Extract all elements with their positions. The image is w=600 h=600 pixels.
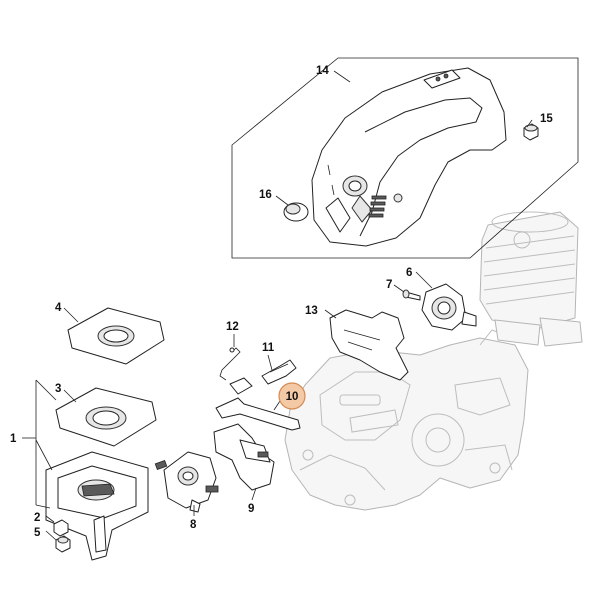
- part-1-housing: [45, 451, 149, 561]
- part-5-nut: [55, 535, 71, 553]
- part-14-shroud: [311, 67, 507, 247]
- part-8-carburettor: [154, 451, 219, 513]
- part-12-rod: [219, 347, 241, 381]
- callout-16: 16: [259, 189, 272, 201]
- callout-11: 11: [262, 342, 275, 354]
- callout-8: 8: [190, 519, 197, 531]
- part-13-baffle: [329, 309, 409, 381]
- group-box-shroud: [231, 57, 579, 259]
- callout-6: 6: [406, 267, 412, 279]
- callout-5: 5: [34, 527, 41, 539]
- callout-15: 15: [540, 113, 553, 125]
- callout-10: 10: [286, 391, 299, 403]
- callout-9: 9: [248, 503, 254, 515]
- part-2-nut: [53, 519, 69, 537]
- crankcase-ghost: [284, 329, 529, 511]
- leader-lines: [22, 70, 533, 541]
- part-11-spring: [261, 359, 297, 385]
- part-7-screw: [402, 289, 421, 301]
- callout-4: 4: [55, 302, 62, 314]
- callout-10-highlight: [278, 382, 306, 410]
- part-6-manifold: [421, 283, 477, 331]
- callout-labels: 14 15 16 6 7 13 12 11 4 3 1 2 5 8 9 10: [10, 65, 553, 539]
- cylinder-ghost: [479, 211, 583, 347]
- part-15-grommet: [523, 123, 539, 141]
- callout-3: 3: [55, 383, 61, 395]
- part-4-filter: [67, 307, 165, 365]
- callout-13: 13: [305, 305, 318, 317]
- callout-1: 1: [10, 433, 17, 445]
- callout-12: 12: [226, 321, 239, 333]
- callout-14: 14: [316, 65, 329, 77]
- callout-2: 2: [34, 512, 40, 524]
- callout-7: 7: [386, 279, 392, 291]
- part-3-filter: [55, 387, 157, 447]
- part-16-knob: [283, 202, 309, 222]
- part-9-bracket: [213, 423, 275, 491]
- part-10-shaft: [215, 377, 301, 431]
